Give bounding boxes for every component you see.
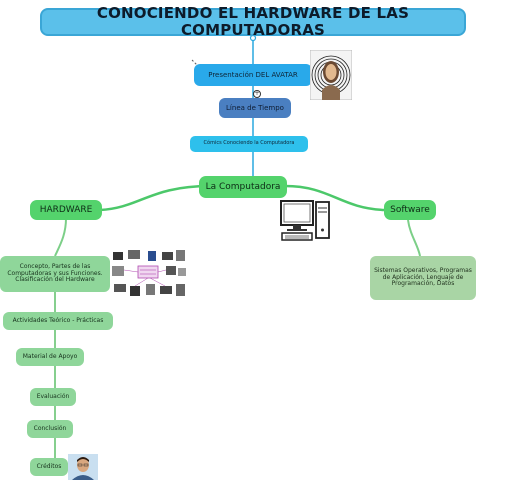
computer-icon [280, 200, 330, 241]
node-evaluacion[interactable]: Evaluación [30, 388, 76, 406]
node-actividades[interactable]: Actividades Teórico - Prácticas [3, 312, 113, 330]
node-conclusion[interactable]: Conclusión [27, 420, 73, 438]
node-la-computadora[interactable]: La Computadora [199, 176, 287, 198]
author-photo[interactable] [68, 454, 98, 480]
node-creditos[interactable]: Créditos [30, 458, 68, 476]
node-concepto[interactable]: Concepto, Partes de las Computadoras y s… [0, 256, 110, 292]
node-material-apoyo[interactable]: Material de Apoyo [16, 348, 84, 366]
node-presentacion-avatar[interactable]: Presentación DEL AVATAR [194, 64, 312, 86]
node-hardware[interactable]: HARDWARE [30, 200, 102, 220]
node-comics[interactable]: Cómics Conociendo la Computadora [190, 136, 308, 152]
avatar-portrait-image[interactable] [310, 50, 352, 100]
node-linea-tiempo[interactable]: Línea de Tiempo [219, 98, 291, 118]
map-title[interactable]: CONOCIENDO EL HARDWARE DE LAS COMPUTADOR… [40, 4, 466, 39]
node-software[interactable]: Software [384, 200, 436, 220]
node-software-descripcion[interactable]: Sistemas Operativos, Programas de Aplica… [370, 256, 476, 300]
hardware-components-image[interactable] [110, 248, 188, 304]
expand-icon[interactable]: + [253, 90, 261, 98]
